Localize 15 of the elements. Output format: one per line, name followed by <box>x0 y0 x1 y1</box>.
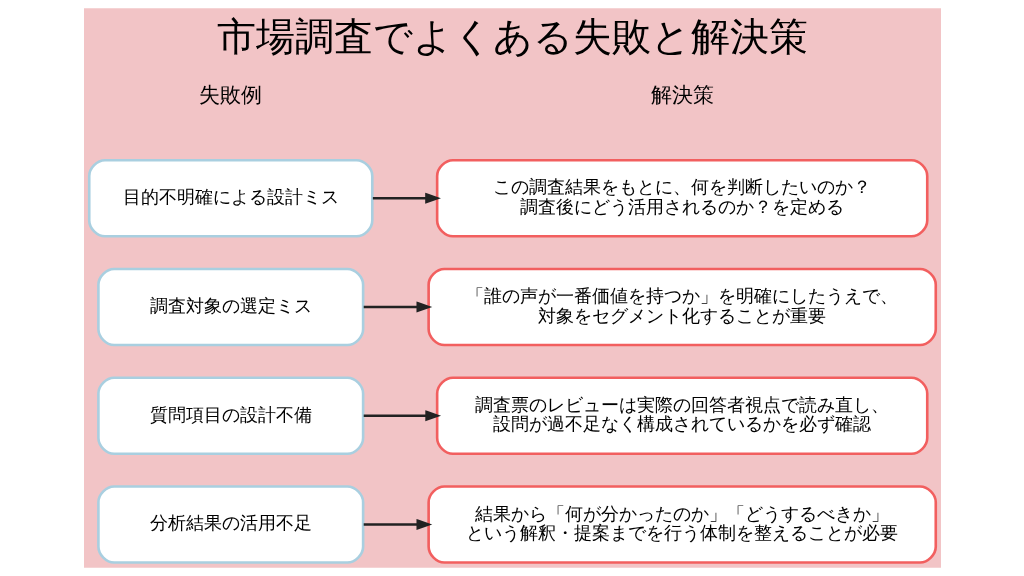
label: 解決策 <box>650 83 714 108</box>
label: 失敗例 <box>198 83 262 108</box>
arrow <box>372 192 441 204</box>
node-box: 質問項目の設計不備 <box>96 376 364 456</box>
node-box: 調査対象の選定ミス <box>96 267 364 347</box>
node-box: 「誰の声が一番価値を持つか」を明確にしたうえで、対象をセグメント化することが重要 <box>426 267 937 347</box>
arrow <box>363 519 432 531</box>
node-box: 目的不明確による設計ミス <box>87 158 374 238</box>
node-box: この調査結果をもとに、何を判断したいのか？調査後にどう活用されるのか？を定める <box>435 158 929 238</box>
diagram-title: 市場調査でよくある失敗と解決策 <box>216 14 808 60</box>
arrow <box>363 301 432 313</box>
node-box: 調査票のレビューは実際の回答者視点で読み直し、設問が過不足なく構成されているかを必ず確認 <box>435 376 929 456</box>
node-box: 分析結果の活用不足 <box>96 485 364 564</box>
arrow <box>363 410 441 422</box>
node-box: 結果から「何が分かったのか」「どうするべきか」という解釈・提案までを行う体制を整えることが必要 <box>426 485 937 564</box>
